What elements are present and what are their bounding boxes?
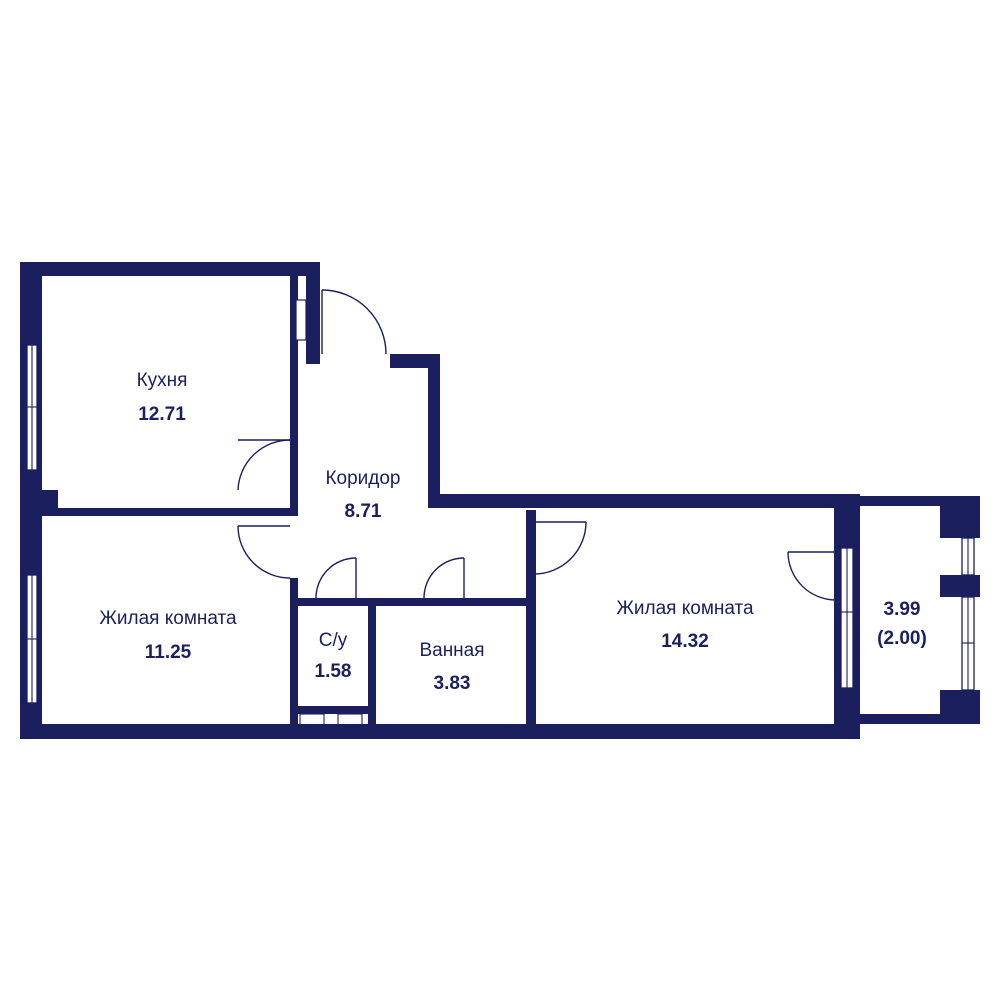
- room-labels: Кухня 12.71 Коридор 8.71 Жилая комната 1…: [99, 370, 926, 694]
- door-living1: [237, 525, 291, 579]
- wall-left-pier: [20, 490, 58, 514]
- door-wc: [315, 557, 357, 599]
- wall-top-living2: [428, 494, 860, 508]
- wall-wc-bottom: [290, 706, 376, 714]
- wall-kitchen-living1: [42, 508, 298, 516]
- window-living1: [26, 574, 38, 704]
- wall-living1-right: [290, 578, 298, 739]
- door-balcony: [787, 551, 837, 601]
- corridor-name: Коридор: [325, 468, 400, 489]
- balcony-corner-top: [940, 496, 980, 538]
- window-balcony-top: [961, 537, 975, 576]
- wall-bath-right: [526, 510, 536, 739]
- wall-bottom: [20, 724, 860, 739]
- wall-corridor-top: [390, 354, 440, 368]
- wall-top-kitchen: [20, 262, 320, 276]
- wall-corridor-right: [428, 354, 440, 504]
- living2-name: Жилая комната: [616, 598, 754, 619]
- wc-name: С/у: [319, 630, 348, 651]
- living1-area: 11.25: [145, 642, 192, 663]
- vent-duct: [295, 299, 307, 341]
- balcony-pier: [940, 575, 980, 597]
- wc-area: 1.58: [315, 661, 352, 682]
- balcony-area-reduced: (2.00): [877, 628, 927, 649]
- wall-wc-bath-top: [290, 598, 530, 606]
- wall-balcony-bottom: [834, 714, 980, 724]
- door-entrance: [321, 289, 387, 355]
- kitchen-area: 12.71: [138, 404, 186, 425]
- door-bathroom: [423, 557, 465, 599]
- bathroom-name: Ванная: [419, 640, 484, 661]
- window-balcony-door: [840, 547, 854, 689]
- vent-shaft: [306, 262, 320, 364]
- window-kitchen: [26, 344, 38, 471]
- balcony-area: 3.99: [884, 599, 921, 620]
- wall-wc-bath: [368, 598, 376, 739]
- wall-kitchen-right: [290, 262, 298, 512]
- living2-area: 14.32: [661, 631, 709, 652]
- wall-balcony-top: [834, 496, 980, 506]
- windows: [26, 344, 975, 704]
- doors: [237, 289, 837, 601]
- balcony-corner-bottom: [940, 690, 980, 724]
- walls: [20, 262, 980, 739]
- door-kitchen: [237, 439, 291, 491]
- window-balcony-bottom: [961, 596, 975, 691]
- living1-name: Жилая комната: [99, 608, 237, 629]
- bathroom-area: 3.83: [434, 673, 471, 694]
- door-living2: [533, 521, 587, 575]
- corridor-area: 8.71: [345, 501, 382, 522]
- kitchen-name: Кухня: [137, 370, 188, 391]
